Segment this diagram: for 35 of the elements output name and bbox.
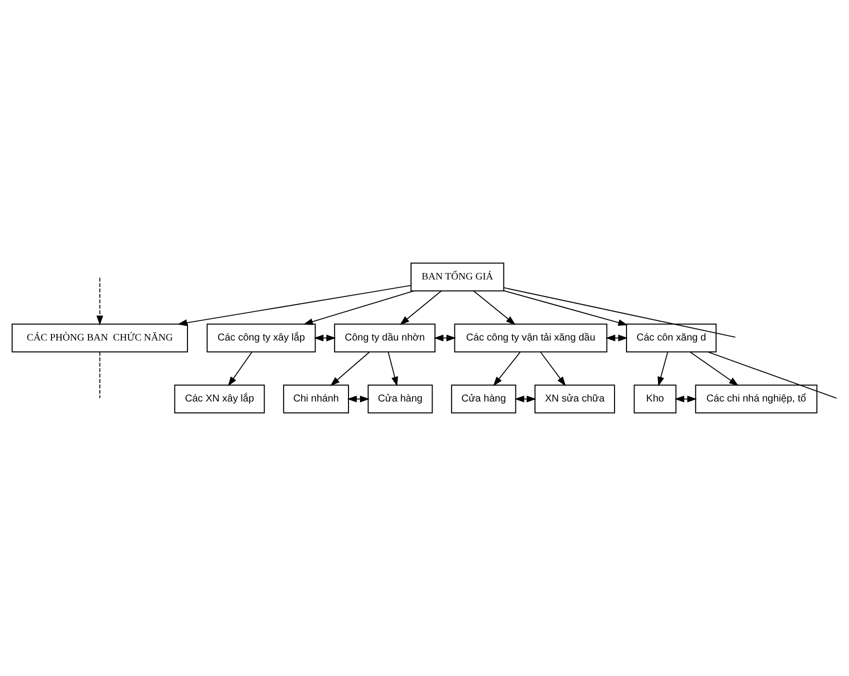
arrow: [493, 352, 521, 386]
node-box: Kho: [634, 384, 676, 414]
node-box: Các công ty vận tải xăng dầu: [454, 324, 608, 352]
arrow: [658, 352, 668, 386]
node-box: Cửa hàng: [451, 384, 516, 414]
arrow: [303, 290, 414, 325]
arrow: [674, 396, 697, 402]
arrow: [606, 334, 628, 342]
arrow: [330, 352, 370, 386]
arrow: [473, 290, 516, 325]
arrow: [314, 334, 336, 342]
arrow: [434, 334, 456, 342]
arrow: [96, 277, 104, 326]
arrow: [347, 396, 370, 402]
node-box: Chi nhánh: [283, 384, 349, 414]
arrow: [503, 290, 628, 326]
node-box: XN sửa chữa: [534, 384, 616, 414]
connector: [99, 352, 100, 399]
node-box: Các côn xăng d: [626, 324, 717, 352]
node-box: Các chi nhá nghiệp, tổ: [695, 384, 818, 414]
arrow: [228, 352, 252, 386]
arrow: [514, 396, 536, 402]
connector: [503, 287, 736, 338]
node-box: Công ty dầu nhờn: [334, 324, 436, 352]
node-box: Các công ty xây lắp: [206, 324, 316, 352]
node-box: Các XN xây lắp: [174, 384, 265, 414]
arrow: [540, 352, 566, 386]
node-box: CÁC PHÒNG BAN CHỨC NĂNG: [12, 324, 188, 352]
arrow: [690, 352, 739, 386]
node-box: BAN TỔNG GIÁ: [410, 262, 504, 292]
arrow: [388, 352, 398, 386]
connector: [708, 352, 837, 399]
arrow: [400, 290, 442, 325]
arrow: [177, 285, 412, 326]
node-box: Cửa hàng: [368, 384, 433, 414]
